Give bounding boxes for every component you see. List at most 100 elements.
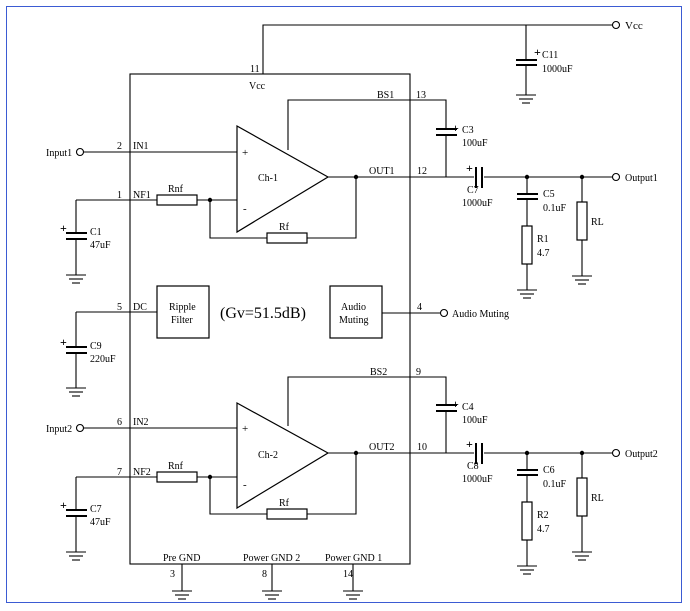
c5-label: C5 — [543, 189, 555, 200]
gain-label: (Gv=51.5dB) — [220, 305, 306, 322]
r1-value: 4.7 — [537, 248, 550, 259]
pin6-label: 6 — [117, 417, 122, 428]
rnf2-label: Rnf — [168, 461, 184, 472]
pin1-label: 1 — [117, 190, 122, 201]
output2-terminal — [611, 448, 621, 458]
c7a-label: C7 — [467, 185, 479, 196]
input1-label: Input1 — [46, 148, 72, 159]
vcc-network — [262, 20, 621, 104]
in1-label: IN1 — [133, 141, 149, 152]
input2-label: Input2 — [46, 424, 72, 435]
c5-value: 0.1uF — [543, 203, 567, 214]
out2-label: OUT2 — [369, 442, 395, 453]
rl2-label: RL — [591, 493, 604, 504]
c7b-plus: + — [60, 498, 67, 512]
r2-resistor — [521, 501, 533, 541]
pgnd1-label: Power GND 1 — [325, 553, 382, 564]
ch2-opamp — [236, 401, 330, 510]
pin14-label: 14 — [343, 569, 353, 580]
ch1-minus: - — [243, 203, 247, 215]
mute-label-1: Audio — [341, 302, 366, 313]
c11-value: 1000uF — [542, 64, 573, 75]
pin2-label: 2 — [117, 141, 122, 152]
pin8-label: 8 — [262, 569, 267, 580]
channel-2 — [66, 376, 621, 575]
audio-muting-terminal — [439, 308, 449, 318]
c6-value: 0.1uF — [543, 479, 567, 490]
dc-label: DC — [133, 302, 147, 313]
ripple-label-1: Ripple — [169, 302, 196, 313]
rf2-resistor — [266, 508, 308, 520]
rnf2-resistor — [156, 471, 198, 483]
ch1-opamp — [236, 124, 330, 234]
audio-muting-box — [329, 285, 383, 339]
pin12-label: 12 — [417, 166, 427, 177]
vcc-terminal — [611, 20, 621, 30]
ch1-label: Ch-1 — [258, 173, 278, 184]
pin7-label: 7 — [117, 467, 122, 478]
nf2-label: NF2 — [133, 467, 151, 478]
c4-label: C4 — [462, 402, 474, 413]
bs1-label: BS1 — [377, 90, 394, 101]
ch2-label: Ch-2 — [258, 450, 278, 461]
c8-label: C8 — [467, 461, 479, 472]
rl1-resistor — [576, 201, 588, 241]
c9-label: C9 — [90, 341, 102, 352]
c6-label: C6 — [543, 465, 555, 476]
r1-label: R1 — [537, 234, 549, 245]
c4-plus: + — [452, 397, 459, 411]
pin3-label: 3 — [170, 569, 175, 580]
rl1-label: RL — [591, 217, 604, 228]
out1-label: OUT1 — [369, 166, 395, 177]
ground-pins — [172, 564, 363, 600]
pin11-label: 11 — [250, 64, 260, 75]
vcc-pin-label: Vcc — [249, 81, 266, 92]
output2-label: Output2 — [625, 449, 658, 460]
c1-plus: + — [60, 221, 67, 235]
ch2-minus: - — [243, 479, 247, 491]
audio-muting-label: Audio Muting — [452, 309, 509, 320]
c3-plus: + — [452, 121, 459, 135]
c9-plus: + — [60, 335, 67, 349]
pregnd-label: Pre GND — [163, 553, 201, 564]
labels: Vcc C11 1000uF + 11 Vcc BS1 13 + C3 100u… — [46, 20, 658, 580]
output1-terminal — [611, 172, 621, 182]
rf1-resistor — [266, 232, 308, 244]
pin5-label: 5 — [117, 302, 122, 313]
input2-terminal — [75, 423, 85, 433]
r1-resistor — [521, 225, 533, 265]
pgnd2-label: Power GND 2 — [243, 553, 300, 564]
c3-value: 100uF — [462, 138, 488, 149]
nf1-label: NF1 — [133, 190, 151, 201]
bs2-label: BS2 — [370, 367, 387, 378]
r2-label: R2 — [537, 510, 549, 521]
pin4-label: 4 — [417, 302, 422, 313]
rf2-label: Rf — [279, 498, 290, 509]
c11-plus: + — [534, 45, 541, 59]
mute-label-2: Muting — [339, 315, 368, 326]
channel-1 — [66, 99, 621, 299]
c1-value: 47uF — [90, 240, 111, 251]
in2-label: IN2 — [133, 417, 149, 428]
middle-section — [66, 285, 449, 397]
c7b-value: 47uF — [90, 517, 111, 528]
rl2-resistor — [576, 477, 588, 517]
c1-label: C1 — [90, 227, 102, 238]
c11-label: C11 — [542, 50, 558, 61]
ripple-label-2: Filter — [171, 315, 193, 326]
rnf1-label: Rnf — [168, 184, 184, 195]
rf1-label: Rf — [279, 222, 290, 233]
ch2-plus: + — [242, 423, 248, 435]
output1-label: Output1 — [625, 173, 658, 184]
c3-label: C3 — [462, 125, 474, 136]
c8-value: 1000uF — [462, 474, 493, 485]
c4-value: 100uF — [462, 415, 488, 426]
c7a-value: 1000uF — [462, 198, 493, 209]
c8-plus: + — [466, 437, 473, 451]
input1-terminal — [75, 147, 85, 157]
c7b-label: C7 — [90, 504, 102, 515]
c7a-plus: + — [466, 161, 473, 175]
pin13-label: 13 — [416, 90, 426, 101]
ic-body — [129, 73, 411, 565]
